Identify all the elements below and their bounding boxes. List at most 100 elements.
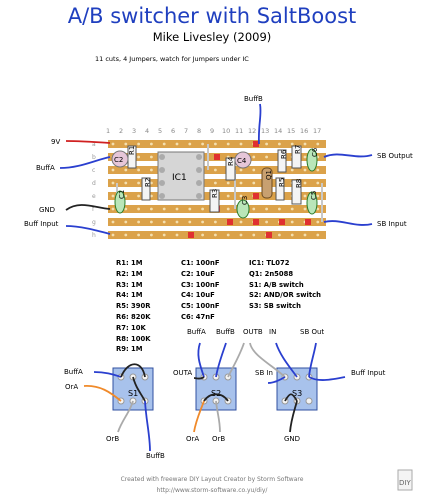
- col-num: 10: [222, 127, 230, 135]
- c1-label: C1: [118, 190, 126, 199]
- strip-hole: [137, 142, 141, 146]
- column-numbers: 1 2 3 4 5 6 7 8 9 10 11 12 13 14 15 16 1…: [106, 127, 321, 135]
- strip-hole: [214, 181, 217, 185]
- strip-hole: [316, 142, 320, 146]
- col-num: 5: [158, 127, 162, 135]
- part-item: C2: 10uF: [181, 269, 215, 278]
- col-num: 12: [248, 127, 256, 135]
- strip-hole: [175, 220, 179, 224]
- input-wires-left: [59, 140, 111, 235]
- strip-hole: [303, 194, 307, 198]
- strip-hole: [278, 142, 281, 146]
- s1-name: S1: [128, 389, 138, 398]
- strip-hole: [226, 194, 230, 198]
- switch-s1: S1 BuffA OrA OrB BuffB: [64, 363, 165, 460]
- strip-hole: [111, 220, 115, 224]
- board-labels: 9V BuffA GND Buff Input SB Output SB Inp…: [24, 95, 413, 228]
- strip-hole: [226, 181, 230, 185]
- col-num: 14: [274, 127, 282, 135]
- strip-hole: [137, 220, 141, 224]
- strip-hole: [316, 233, 320, 237]
- page-title: A/B switcher with SaltBoost: [67, 4, 357, 28]
- strip-hole: [303, 181, 307, 185]
- strip-hole: [188, 142, 192, 146]
- r7-label: R7: [294, 145, 302, 154]
- r3-label: R3: [211, 189, 219, 198]
- label-buff-input: Buff Input: [24, 220, 59, 228]
- strip-hole: [265, 207, 268, 211]
- strip-hole: [150, 142, 153, 146]
- layout-note: 11 cuts, 4 Jumpers, watch for Jumpers un…: [95, 55, 249, 63]
- strip-hole: [137, 155, 141, 159]
- parts-list-others: IC1: TL072 Q1: 2n5088 S1: A/B switch S2:…: [249, 258, 321, 312]
- row-letter: c: [92, 167, 95, 174]
- switch-s2: S2 BuffA BuffB OUTA OrA OrB: [173, 328, 245, 443]
- q1-label: Q1: [265, 170, 273, 180]
- col-num: 8: [197, 127, 201, 135]
- col-num: 17: [313, 127, 321, 135]
- strip-hole: [226, 142, 230, 146]
- strip-hole: [111, 168, 115, 172]
- row-letter: g: [92, 219, 96, 226]
- strip-hole: [265, 142, 268, 146]
- strip-hole: [162, 220, 166, 224]
- resistors: R1 R2 R3 R4 R5 R6 R7 R8: [127, 145, 303, 213]
- strip-hole: [188, 207, 192, 211]
- col-num: 1: [106, 127, 110, 135]
- strip-hole: [252, 207, 256, 211]
- strip-hole: [150, 194, 153, 198]
- part-item: R6: 820K: [116, 312, 151, 321]
- strip-hole: [137, 181, 141, 185]
- strip-hole: [239, 233, 243, 237]
- s1-ora-label: OrA: [65, 383, 78, 391]
- strip-hole: [111, 181, 115, 185]
- strip-hole: [137, 233, 141, 237]
- strip-hole: [124, 233, 128, 237]
- strip-hole: [303, 155, 307, 159]
- strip-hole: [265, 155, 268, 159]
- s2-buffa-label: BuffA: [187, 328, 206, 336]
- r4-label: R4: [227, 156, 235, 166]
- s2-orb-label: OrB: [212, 435, 225, 443]
- part-item: C6: 47nF: [181, 312, 215, 321]
- strip-hole: [214, 220, 217, 224]
- r6-label: R6: [280, 149, 288, 159]
- strip-hole: [201, 220, 205, 224]
- q1-transistor: Q1: [261, 167, 273, 199]
- strip-hole: [111, 207, 115, 211]
- s3-name: S3: [292, 389, 302, 398]
- svg-text:DIY: DIY: [399, 479, 411, 487]
- author-credit: Mike Livesley (2009): [152, 30, 272, 44]
- row-letter: h: [92, 232, 96, 239]
- strip-hole: [316, 181, 320, 185]
- c2-label: C2: [114, 156, 123, 164]
- row-letter: a: [92, 141, 96, 148]
- r1-label: R1: [128, 146, 136, 155]
- s1-buffb-label: BuffB: [146, 452, 165, 460]
- strip-hole: [316, 194, 320, 198]
- s3-buffinput-label: Buff Input: [351, 369, 386, 377]
- part-item: R1: 1M: [116, 259, 143, 267]
- s3-gnd-label: GND: [284, 435, 300, 443]
- strip-hole: [162, 233, 166, 237]
- ic1-label: IC1: [172, 173, 187, 183]
- strip-hole: [124, 220, 128, 224]
- strip-hole: [290, 168, 294, 172]
- strip-hole: [137, 207, 141, 211]
- strip-hole: [150, 168, 153, 172]
- part-item: S3: SB switch: [249, 302, 301, 311]
- part-item: R5: 390R: [116, 302, 151, 311]
- s2-buffb-label: BuffB: [216, 328, 235, 336]
- col-num: 3: [132, 127, 136, 135]
- electrolytic-caps: C2 C4: [111, 150, 252, 169]
- strip-hole: [124, 168, 128, 172]
- strip-hole: [316, 207, 320, 211]
- strip-hole: [111, 233, 115, 237]
- strip-hole: [137, 194, 141, 198]
- row-letters: a b c d e f g h: [92, 141, 96, 239]
- strip-hole: [252, 168, 256, 172]
- strip-hole: [303, 168, 307, 172]
- strip-hole: [226, 207, 230, 211]
- parts-list-capacitors: C1: 100nF C2: 10uF C3: 100nF C4: 10uF C5…: [181, 258, 219, 323]
- part-item: C3: 100nF: [181, 280, 220, 289]
